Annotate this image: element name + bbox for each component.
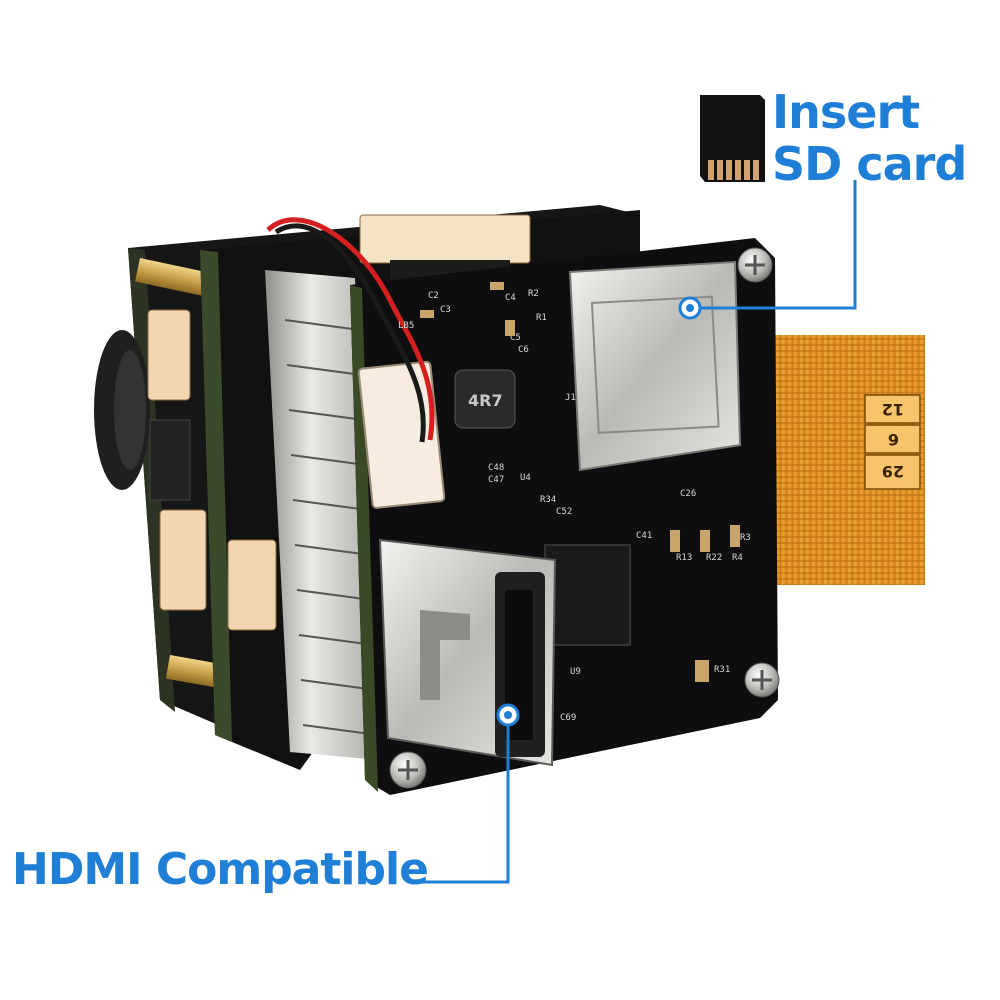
svg-text:R3: R3 (740, 533, 751, 543)
callout-lines (410, 180, 857, 884)
hdmi-callout: HDMI Compatible (12, 842, 429, 898)
processor-chip (544, 544, 631, 646)
side-connector-top (147, 309, 191, 401)
svg-text:C48: C48 (488, 463, 504, 473)
svg-text:R31: R31 (714, 665, 730, 675)
front-board: 4R7 C2 C3 LB5 C4 R2 R1 C5 C6 J1 C48 C47 … (266, 217, 778, 795)
sd-card-callout-line2: SD card (772, 137, 967, 191)
svg-text:U9: U9 (570, 667, 581, 677)
power-wire (266, 217, 435, 441)
svg-text:C6: C6 (518, 345, 529, 355)
svg-text:C69: C69 (560, 713, 576, 723)
fpc-number-12: 12 (882, 400, 904, 419)
svg-text:4R7: 4R7 (468, 391, 503, 410)
svg-text:C5: C5 (510, 333, 521, 343)
hdmi-port[interactable] (378, 538, 557, 767)
inductor-4r7: 4R7 (454, 369, 516, 429)
sd-card-callout-line1: Insert (772, 85, 920, 139)
svg-text:C47: C47 (488, 475, 504, 485)
sd-card-slot[interactable] (568, 260, 742, 472)
svg-text:U4: U4 (520, 473, 531, 483)
svg-text:R2: R2 (528, 289, 539, 299)
fpc-ribbon-cable: 12 6 29 (760, 335, 925, 585)
svg-text:C3: C3 (440, 305, 451, 315)
svg-text:R4: R4 (732, 553, 743, 563)
svg-text:J1: J1 (565, 393, 576, 403)
sd-card-icon (700, 95, 765, 182)
svg-text:C26: C26 (680, 489, 696, 499)
svg-text:C41: C41 (636, 531, 652, 541)
hdmi-callout-label: HDMI Compatible (12, 844, 429, 895)
svg-text:R1: R1 (536, 313, 547, 323)
svg-text:R13: R13 (676, 553, 692, 563)
svg-text:C2: C2 (428, 291, 439, 301)
top-connector (359, 214, 531, 264)
side-connector-bottom (159, 509, 207, 611)
power-connector (227, 539, 277, 631)
svg-text:LB5: LB5 (398, 321, 414, 331)
svg-text:R22: R22 (706, 553, 722, 563)
svg-text:C52: C52 (556, 507, 572, 517)
callout-dots (496, 296, 702, 727)
fpc-number-29: 29 (882, 462, 904, 481)
component-labels: C2 C3 LB5 C4 R2 R1 C5 C6 J1 C48 C47 R34 … (398, 289, 751, 723)
svg-text:C4: C4 (505, 293, 516, 303)
svg-text:R34: R34 (540, 495, 556, 505)
sd-card-callout: Insert SD card (772, 85, 967, 191)
jst-connector (357, 360, 446, 509)
fpc-number-6: 6 (888, 430, 899, 449)
mounting-screws (389, 247, 780, 789)
